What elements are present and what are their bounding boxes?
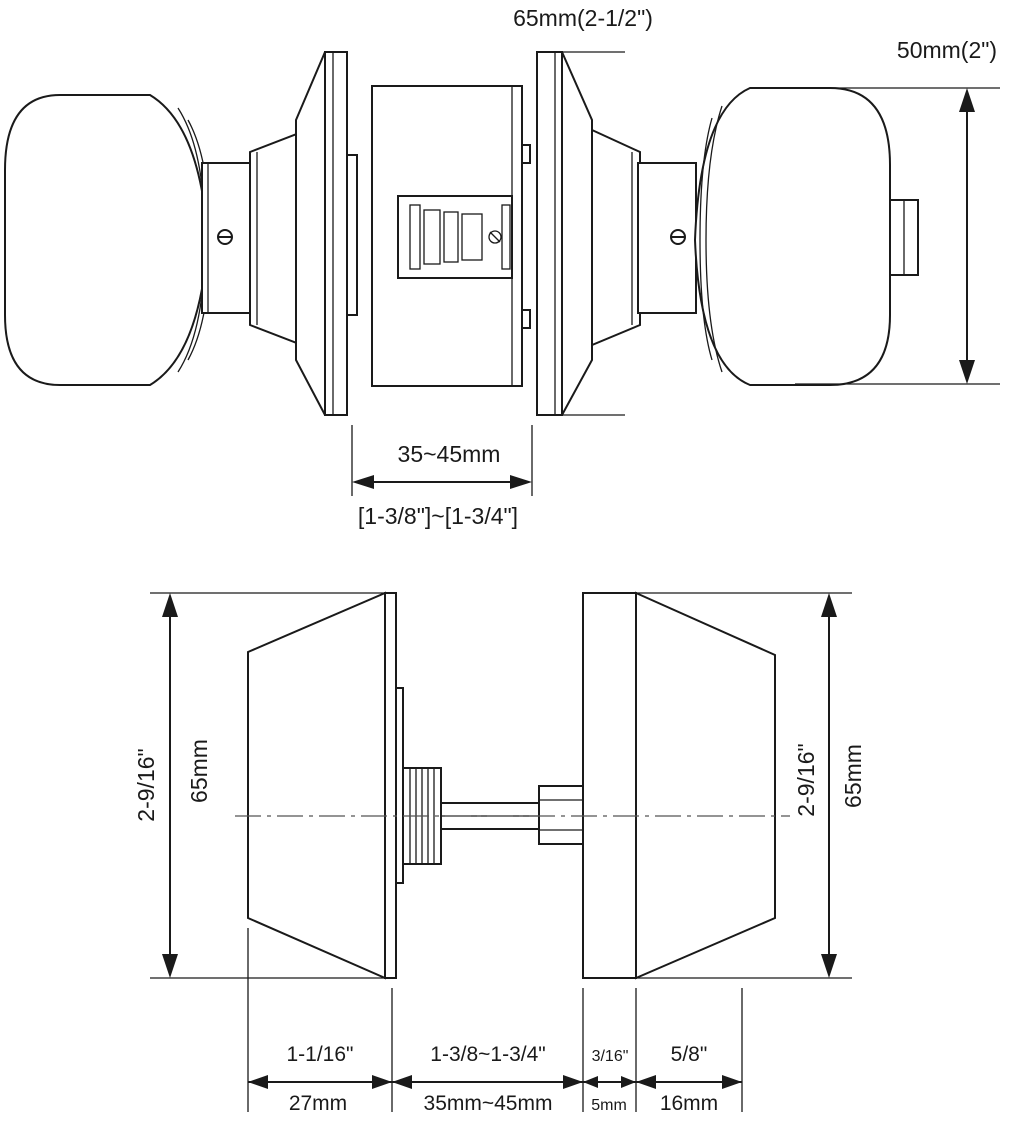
side-view: 2-9/16" 65mm 2-9/16" 65mm 1-1/16" 27mm 1… [133,591,866,1115]
left-rose [249,51,358,416]
left-knob [4,94,211,386]
seg3-mm-label: 5mm [591,1097,627,1114]
door-thickness-dimension [351,425,533,496]
knob-diameter-dimension [959,88,975,384]
bottom-dimensions [248,1075,742,1089]
side-left-rose [247,591,404,980]
right-height-dimension [821,593,837,978]
seg1-inch-label: 1-1/16" [287,1043,354,1066]
left-screw-icon [217,229,233,245]
knob-diameter-label: 50mm(2") [897,37,997,63]
right-rose [536,51,641,416]
seg2-inch-label: 1-3/8~1-3/4" [430,1043,545,1066]
push-button-icon [889,199,919,276]
right-height-inch-label: 2-9/16" [793,743,819,816]
door-thickness-mm-label: 35~45mm [398,441,501,467]
latch-body [371,85,531,387]
left-height-dimension [162,593,178,978]
right-spindle-housing [637,162,697,314]
rose-diameter-label: 65mm(2-1/2") [513,5,653,31]
right-screw-icon [670,229,686,245]
seg2-mm-label: 35mm~45mm [424,1092,553,1115]
left-spindle-housing [201,162,253,314]
seg1-mm-label: 27mm [289,1092,347,1115]
left-height-mm-label: 65mm [186,739,212,803]
right-height-mm-label: 65mm [840,744,866,808]
side-right-rose [582,591,776,980]
seg4-mm-label: 16mm [660,1092,718,1115]
seg3-inch-label: 3/16" [592,1048,629,1065]
right-knob [693,87,919,386]
door-thickness-inch-label: [1-3/8"]~[1-3/4"] [358,503,518,529]
seg4-inch-label: 5/8" [671,1043,708,1066]
left-height-inch-label: 2-9/16" [133,748,159,821]
top-view: 65mm(2-1/2") 50mm(2") 35~45mm [1-3/8"]~[… [4,5,1000,529]
